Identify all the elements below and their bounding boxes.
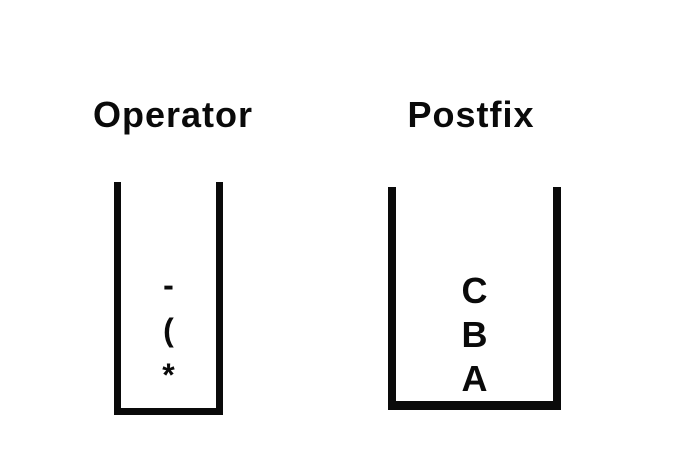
operator-stack-title: Operator	[92, 94, 254, 135]
stack-item-minus: -	[163, 267, 174, 303]
stack-item-asterisk: *	[162, 357, 175, 393]
stack-item-a: A	[461, 358, 488, 399]
stack-item-open-paren: (	[163, 312, 174, 348]
postfix-stack-title: Postfix	[407, 94, 535, 135]
postfix-stack-items: C B A	[396, 269, 553, 401]
stack-item-c: C	[461, 270, 488, 311]
postfix-stack: C B A	[388, 187, 561, 410]
operator-stack: - ( *	[114, 182, 223, 415]
operator-stack-items: - ( *	[121, 263, 216, 398]
stack-item-b: B	[461, 314, 488, 355]
